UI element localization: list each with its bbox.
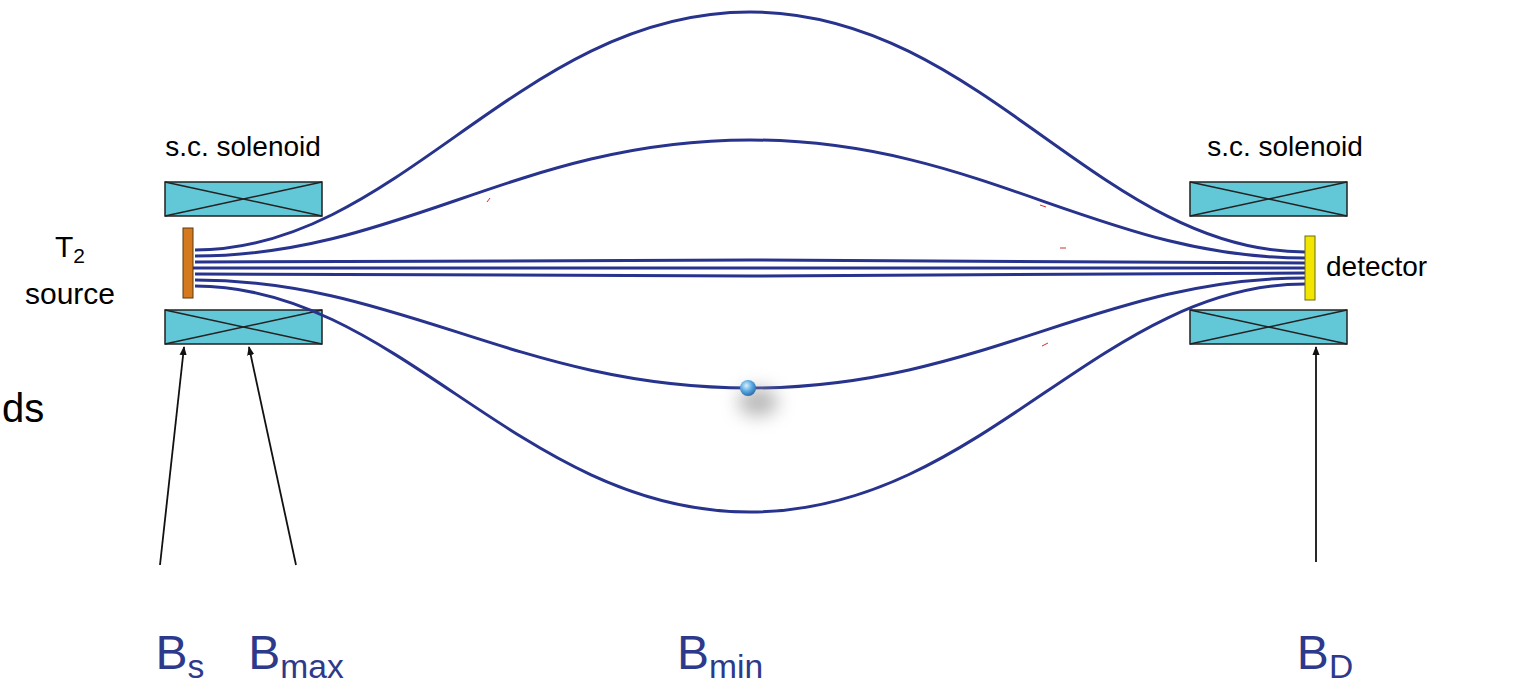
detector-label: detector xyxy=(1326,250,1427,284)
coil-label: s.c. solenoid xyxy=(1207,130,1363,164)
field-symbol: Bs xyxy=(156,624,205,688)
source-label: T2 source xyxy=(20,224,120,316)
solenoid-coil xyxy=(165,182,1347,344)
cut-off-text: ds xyxy=(2,384,44,432)
red-tick-marks xyxy=(487,198,1066,346)
field-symbol: Bmin xyxy=(677,624,763,688)
magnetic-field-lines xyxy=(193,12,1305,512)
electron xyxy=(740,380,756,396)
field-symbol: BD xyxy=(1297,624,1353,688)
coil-label: s.c. solenoid xyxy=(165,130,321,164)
pointer-arrow xyxy=(160,347,1316,565)
tritium-source xyxy=(183,228,193,298)
detector-plate xyxy=(1305,236,1315,300)
field-symbol: Bmax xyxy=(248,624,343,688)
